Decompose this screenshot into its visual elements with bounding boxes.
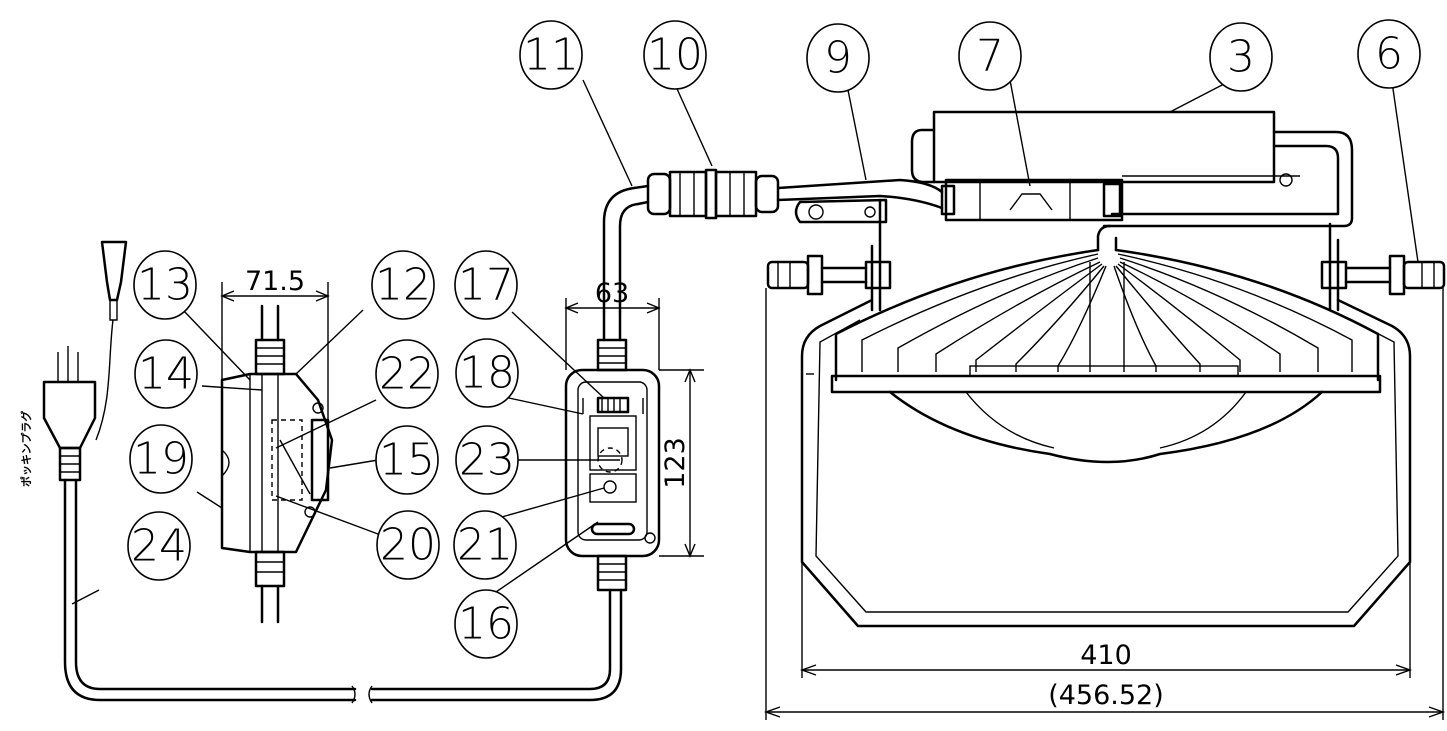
balloon-24: 24 — [127, 511, 191, 581]
balloon-21: 21 — [453, 510, 517, 580]
plug-label: ポッキンプラグ — [19, 411, 33, 487]
balloon-label: 12 — [375, 260, 431, 311]
box-width-label: 63 — [595, 278, 629, 309]
leader-lines — [71, 79, 1419, 605]
balloon-label: 7 — [976, 31, 1004, 82]
balloon-14: 14 — [134, 339, 198, 409]
breaker-side-view — [220, 304, 334, 624]
balloon-22: 22 — [375, 339, 439, 409]
guard-width-label: 410 — [1080, 640, 1132, 671]
waterproof-connector — [646, 168, 780, 220]
balloon-18: 18 — [455, 338, 519, 408]
balloon-label: 6 — [1375, 29, 1403, 80]
balloon-label: 21 — [457, 520, 513, 571]
control-box-front-view — [564, 310, 661, 592]
breaker-width-dimension: 71.5 — [220, 266, 330, 420]
balloon-label: 23 — [459, 435, 515, 486]
led-lamp-body — [766, 198, 1446, 628]
balloon-19: 19 — [129, 424, 193, 494]
plug-strain-relief — [58, 446, 82, 482]
balloon-3: 3 — [1209, 22, 1273, 92]
balloon-7: 7 — [958, 21, 1022, 91]
balloon-label: 11 — [523, 30, 579, 81]
box-width-dimension: 63 — [564, 278, 661, 370]
balloon-17: 17 — [454, 250, 518, 320]
overall-width-label: (456.52) — [1048, 680, 1164, 711]
balloon-16: 16 — [454, 589, 518, 659]
balloon-label: 19 — [133, 434, 189, 485]
end-fitting-left — [766, 254, 892, 296]
balloon-11: 11 — [519, 20, 583, 90]
box-height-dimension: 123 — [659, 368, 704, 558]
heatsink-fins — [834, 248, 1380, 382]
box-height-label: 123 — [660, 437, 691, 489]
balloon-label: 10 — [647, 30, 703, 81]
end-fitting-right — [1320, 254, 1446, 296]
balloon-label: 14 — [138, 349, 194, 400]
balloon-label: 15 — [379, 435, 435, 486]
guard-width-dimension: 410 — [799, 562, 1413, 678]
balloon-label: 24 — [131, 521, 187, 572]
balloon-label: 16 — [458, 599, 514, 650]
balloon-label: 9 — [824, 33, 852, 84]
balloon-label: 20 — [380, 520, 436, 571]
overall-width-dimension: (456.52) — [763, 288, 1446, 720]
balloon-label: 3 — [1227, 32, 1255, 83]
balloon-label: 17 — [458, 260, 514, 311]
breaker-width-label: 71.5 — [245, 266, 305, 297]
power-unit — [910, 110, 1354, 228]
balloon-label: 18 — [459, 348, 515, 399]
plug-assembly: ポッキンプラグ — [19, 240, 623, 704]
balloon-6: 6 — [1357, 19, 1421, 89]
box-cable — [602, 184, 650, 314]
balloon-15: 15 — [375, 425, 439, 495]
balloon-20: 20 — [376, 510, 440, 580]
balloon-12: 12 — [371, 250, 435, 320]
balloon-label: 13 — [137, 260, 193, 311]
cable-clamp — [794, 198, 888, 224]
balloon-23: 23 — [455, 425, 519, 495]
balloon-13: 13 — [133, 250, 197, 320]
balloon-10: 10 — [643, 20, 707, 90]
balloon-9: 9 — [806, 23, 870, 93]
balloon-label: 22 — [379, 349, 435, 400]
